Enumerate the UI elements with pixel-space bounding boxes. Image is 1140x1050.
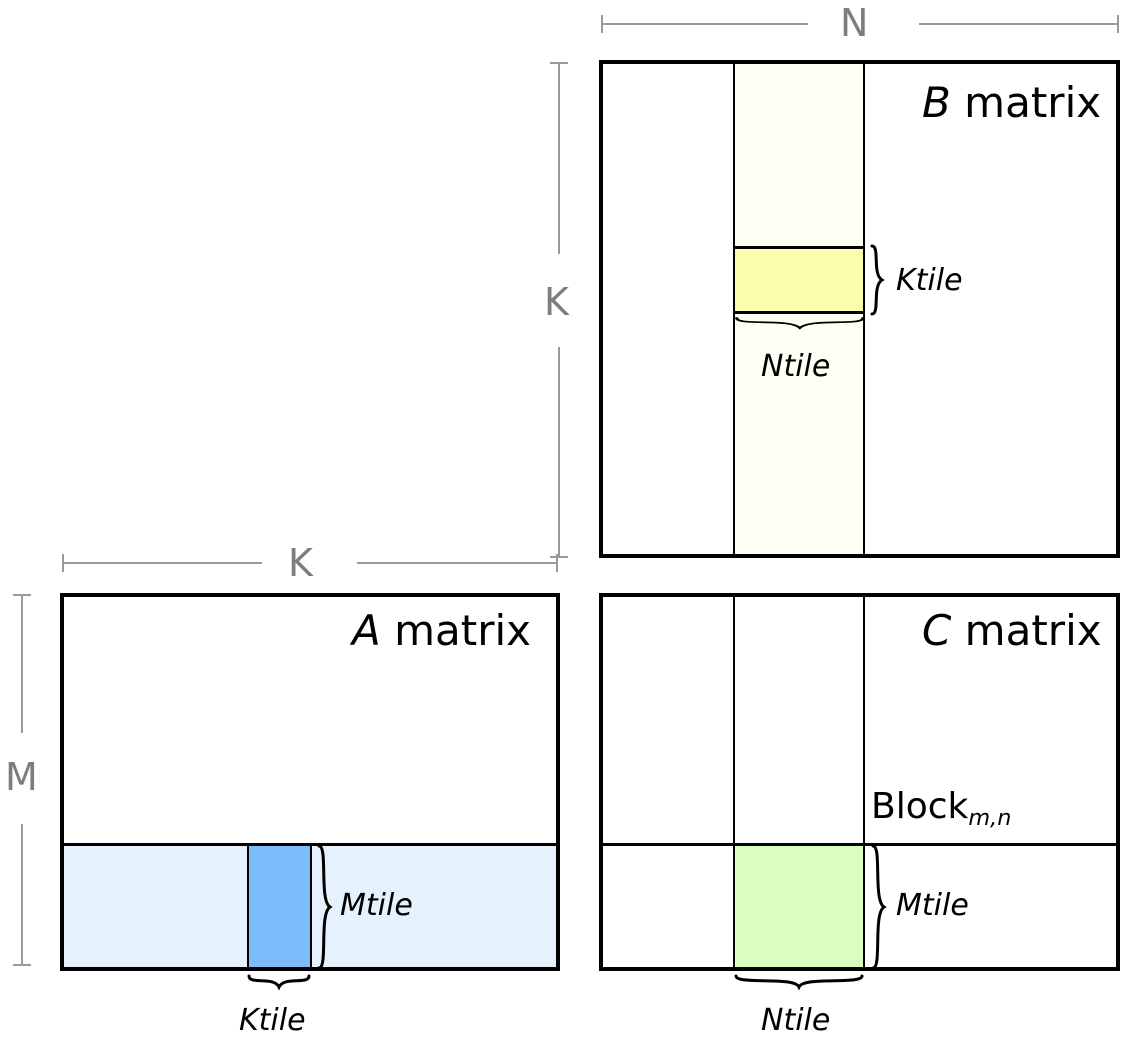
b-matrix-label-var: B: [922, 78, 951, 127]
c-matrix-tile-fill: [735, 846, 864, 967]
a-matrix-box: [60, 593, 560, 971]
dimension-k-horizontal-line-left: [62, 562, 262, 564]
a-matrix-ktile-left-edge: [247, 845, 249, 968]
c-matrix-box: [599, 593, 1120, 971]
dimension-m-label: M: [5, 755, 38, 799]
dimension-k-horizontal-line-right: [357, 562, 558, 564]
c-matrix-label-suffix: matrix: [951, 606, 1102, 655]
a-matrix-label: A matrix: [352, 610, 531, 652]
a-matrix-label-var: A: [352, 606, 381, 655]
dimension-n-label: N: [840, 1, 869, 45]
c-matrix-row-divider: [601, 843, 1119, 846]
a-matrix-mtile-label: Mtile: [340, 888, 413, 923]
b-matrix-ktile-top-edge: [735, 246, 864, 249]
b-matrix-ktile-fill: [735, 248, 864, 313]
dimension-k-horizontal-cap-right: [556, 554, 558, 572]
b-matrix-ktile-label: Ktile: [896, 263, 963, 298]
a-matrix-row-divider: [64, 843, 556, 846]
dimension-k-horizontal-label: K: [288, 541, 313, 585]
a-matrix-ktile-label: Ktile: [239, 1003, 306, 1038]
a-matrix-ktile-fill: [249, 846, 311, 967]
c-matrix-column-divider-right: [863, 596, 865, 968]
b-matrix-label-suffix: matrix: [950, 78, 1102, 127]
c-matrix-label-var: C: [922, 606, 952, 655]
dimension-m-cap-bottom: [13, 964, 31, 966]
c-matrix-block-label-sub: m,n: [968, 805, 1012, 832]
c-matrix-block-label: Blockm,n: [871, 786, 1011, 830]
b-matrix-label: B matrix: [922, 82, 1101, 124]
a-matrix-ktile-right-edge: [310, 845, 312, 968]
dimension-m-line-top: [21, 594, 23, 733]
b-matrix-column-divider-left: [733, 63, 735, 555]
dimension-n-cap-right: [1117, 15, 1119, 33]
dimension-k-vertical-cap-bottom: [550, 556, 568, 558]
c-matrix-label: C matrix: [922, 610, 1102, 652]
dimension-k-vertical-line-top: [558, 62, 560, 254]
dimension-n-line-right: [919, 23, 1119, 25]
dimension-k-vertical-line-bottom: [558, 347, 560, 558]
c-matrix-mtile-label: Mtile: [896, 888, 969, 923]
dimension-n-line-left: [601, 23, 808, 25]
a-matrix-label-suffix: matrix: [380, 606, 531, 655]
c-matrix-ntile-label: Ntile: [761, 1003, 831, 1038]
dimension-k-vertical-label: K: [544, 280, 569, 324]
b-matrix-ntile-label: Ntile: [761, 349, 831, 384]
b-matrix-column-divider-right: [863, 63, 865, 555]
b-matrix-box: [599, 60, 1120, 558]
a-matrix-ktile-brace: [246, 972, 312, 998]
c-matrix-column-divider-left: [733, 596, 735, 968]
b-matrix-ktile-bottom-edge: [735, 311, 864, 314]
dimension-m-line-bottom: [21, 824, 23, 966]
c-matrix-block-label-base: Block: [871, 786, 969, 827]
c-matrix-ntile-brace: [733, 972, 865, 998]
